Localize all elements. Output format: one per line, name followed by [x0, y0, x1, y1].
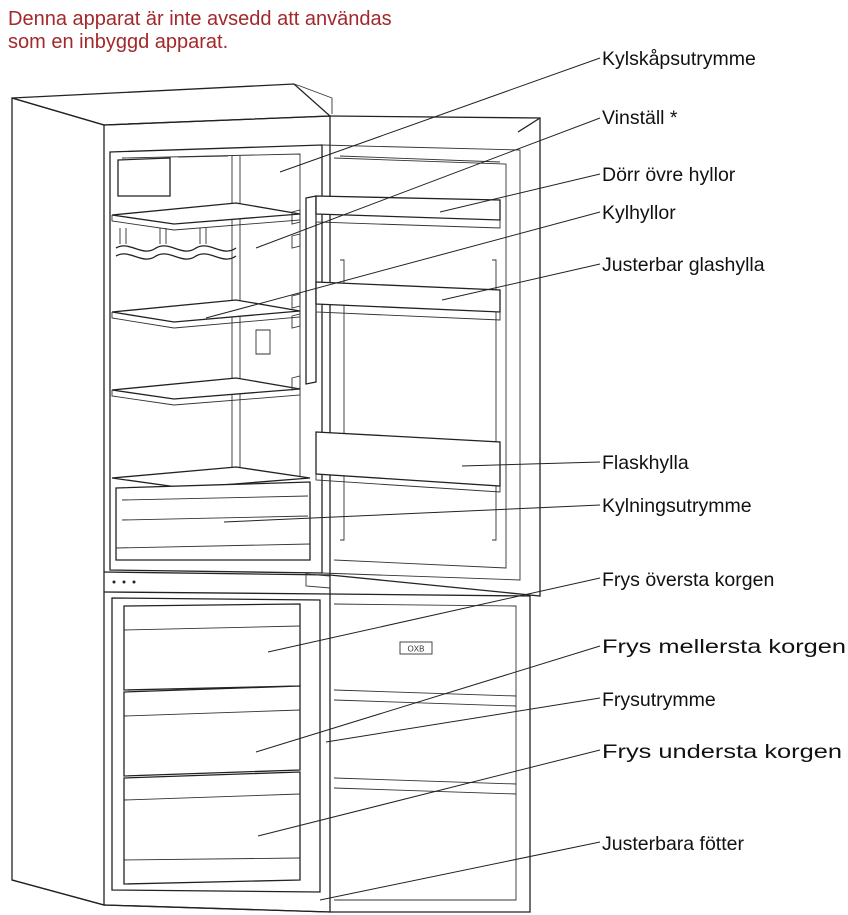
fridge-door	[305, 115, 541, 597]
wine-rack	[115, 209, 301, 391]
chiller-drawer	[115, 481, 311, 561]
warning-note: Denna apparat är inte avsedd att använda…	[8, 8, 392, 54]
leader-kylningsutrymme	[223, 504, 601, 523]
cabinet-body	[11, 83, 333, 913]
label-wine-rack: Vinställ *	[602, 107, 678, 129]
callout-labels: Kylskåpsutrymme Vinställ * Dörr övre hyl…	[602, 48, 846, 855]
fridge-shelves	[111, 202, 311, 489]
freezer-baskets	[123, 603, 301, 885]
bottle-shelf	[315, 431, 501, 493]
leader-frysutrymme	[325, 697, 601, 743]
leader-justerbar-glashylla	[441, 263, 601, 301]
display-panel-text: OXB	[408, 645, 425, 654]
label-adjustable-glass-shelf: Justerbar glashylla	[602, 254, 765, 276]
leader-dorr-ovre-hyllor	[439, 173, 601, 213]
leader-lines	[205, 57, 601, 901]
door-display-panel: OXB	[399, 641, 433, 655]
leader-kylhyllor	[205, 211, 601, 319]
label-door-upper-shelves: Dörr övre hyllor	[602, 164, 736, 186]
leader-flaskhylla	[461, 461, 601, 467]
leader-frys-mellersta	[255, 645, 601, 753]
leader-justerbara-fotter	[319, 841, 601, 901]
leader-frys-understa	[257, 749, 601, 837]
label-chiller-compartment: Kylningsutrymme	[602, 495, 752, 517]
label-freezer-bottom-basket: Frys understa korgen	[602, 741, 842, 763]
label-freezer-middle-basket: Frys mellersta korgen	[602, 636, 846, 658]
leader-kylskapsutrymme	[279, 57, 601, 173]
leader-frys-oversta	[267, 577, 601, 653]
label-freezer-compartment: Frysutrymme	[602, 689, 716, 711]
label-bottle-shelf: Flaskhylla	[602, 452, 689, 474]
label-fridge-shelves: Kylhyllor	[602, 202, 676, 224]
freezer-door	[305, 573, 531, 913]
warning-line-1: Denna apparat är inte avsedd att använda…	[8, 8, 392, 30]
label-fridge-compartment: Kylskåpsutrymme	[602, 48, 756, 70]
warning-line-2: som en inbyggd apparat.	[8, 31, 229, 53]
door-upper-shelves	[315, 195, 501, 321]
leader-vinstall	[255, 117, 601, 249]
label-adjustable-feet: Justerbara fötter	[602, 833, 744, 855]
label-freezer-top-basket: Frys översta korgen	[602, 569, 774, 591]
